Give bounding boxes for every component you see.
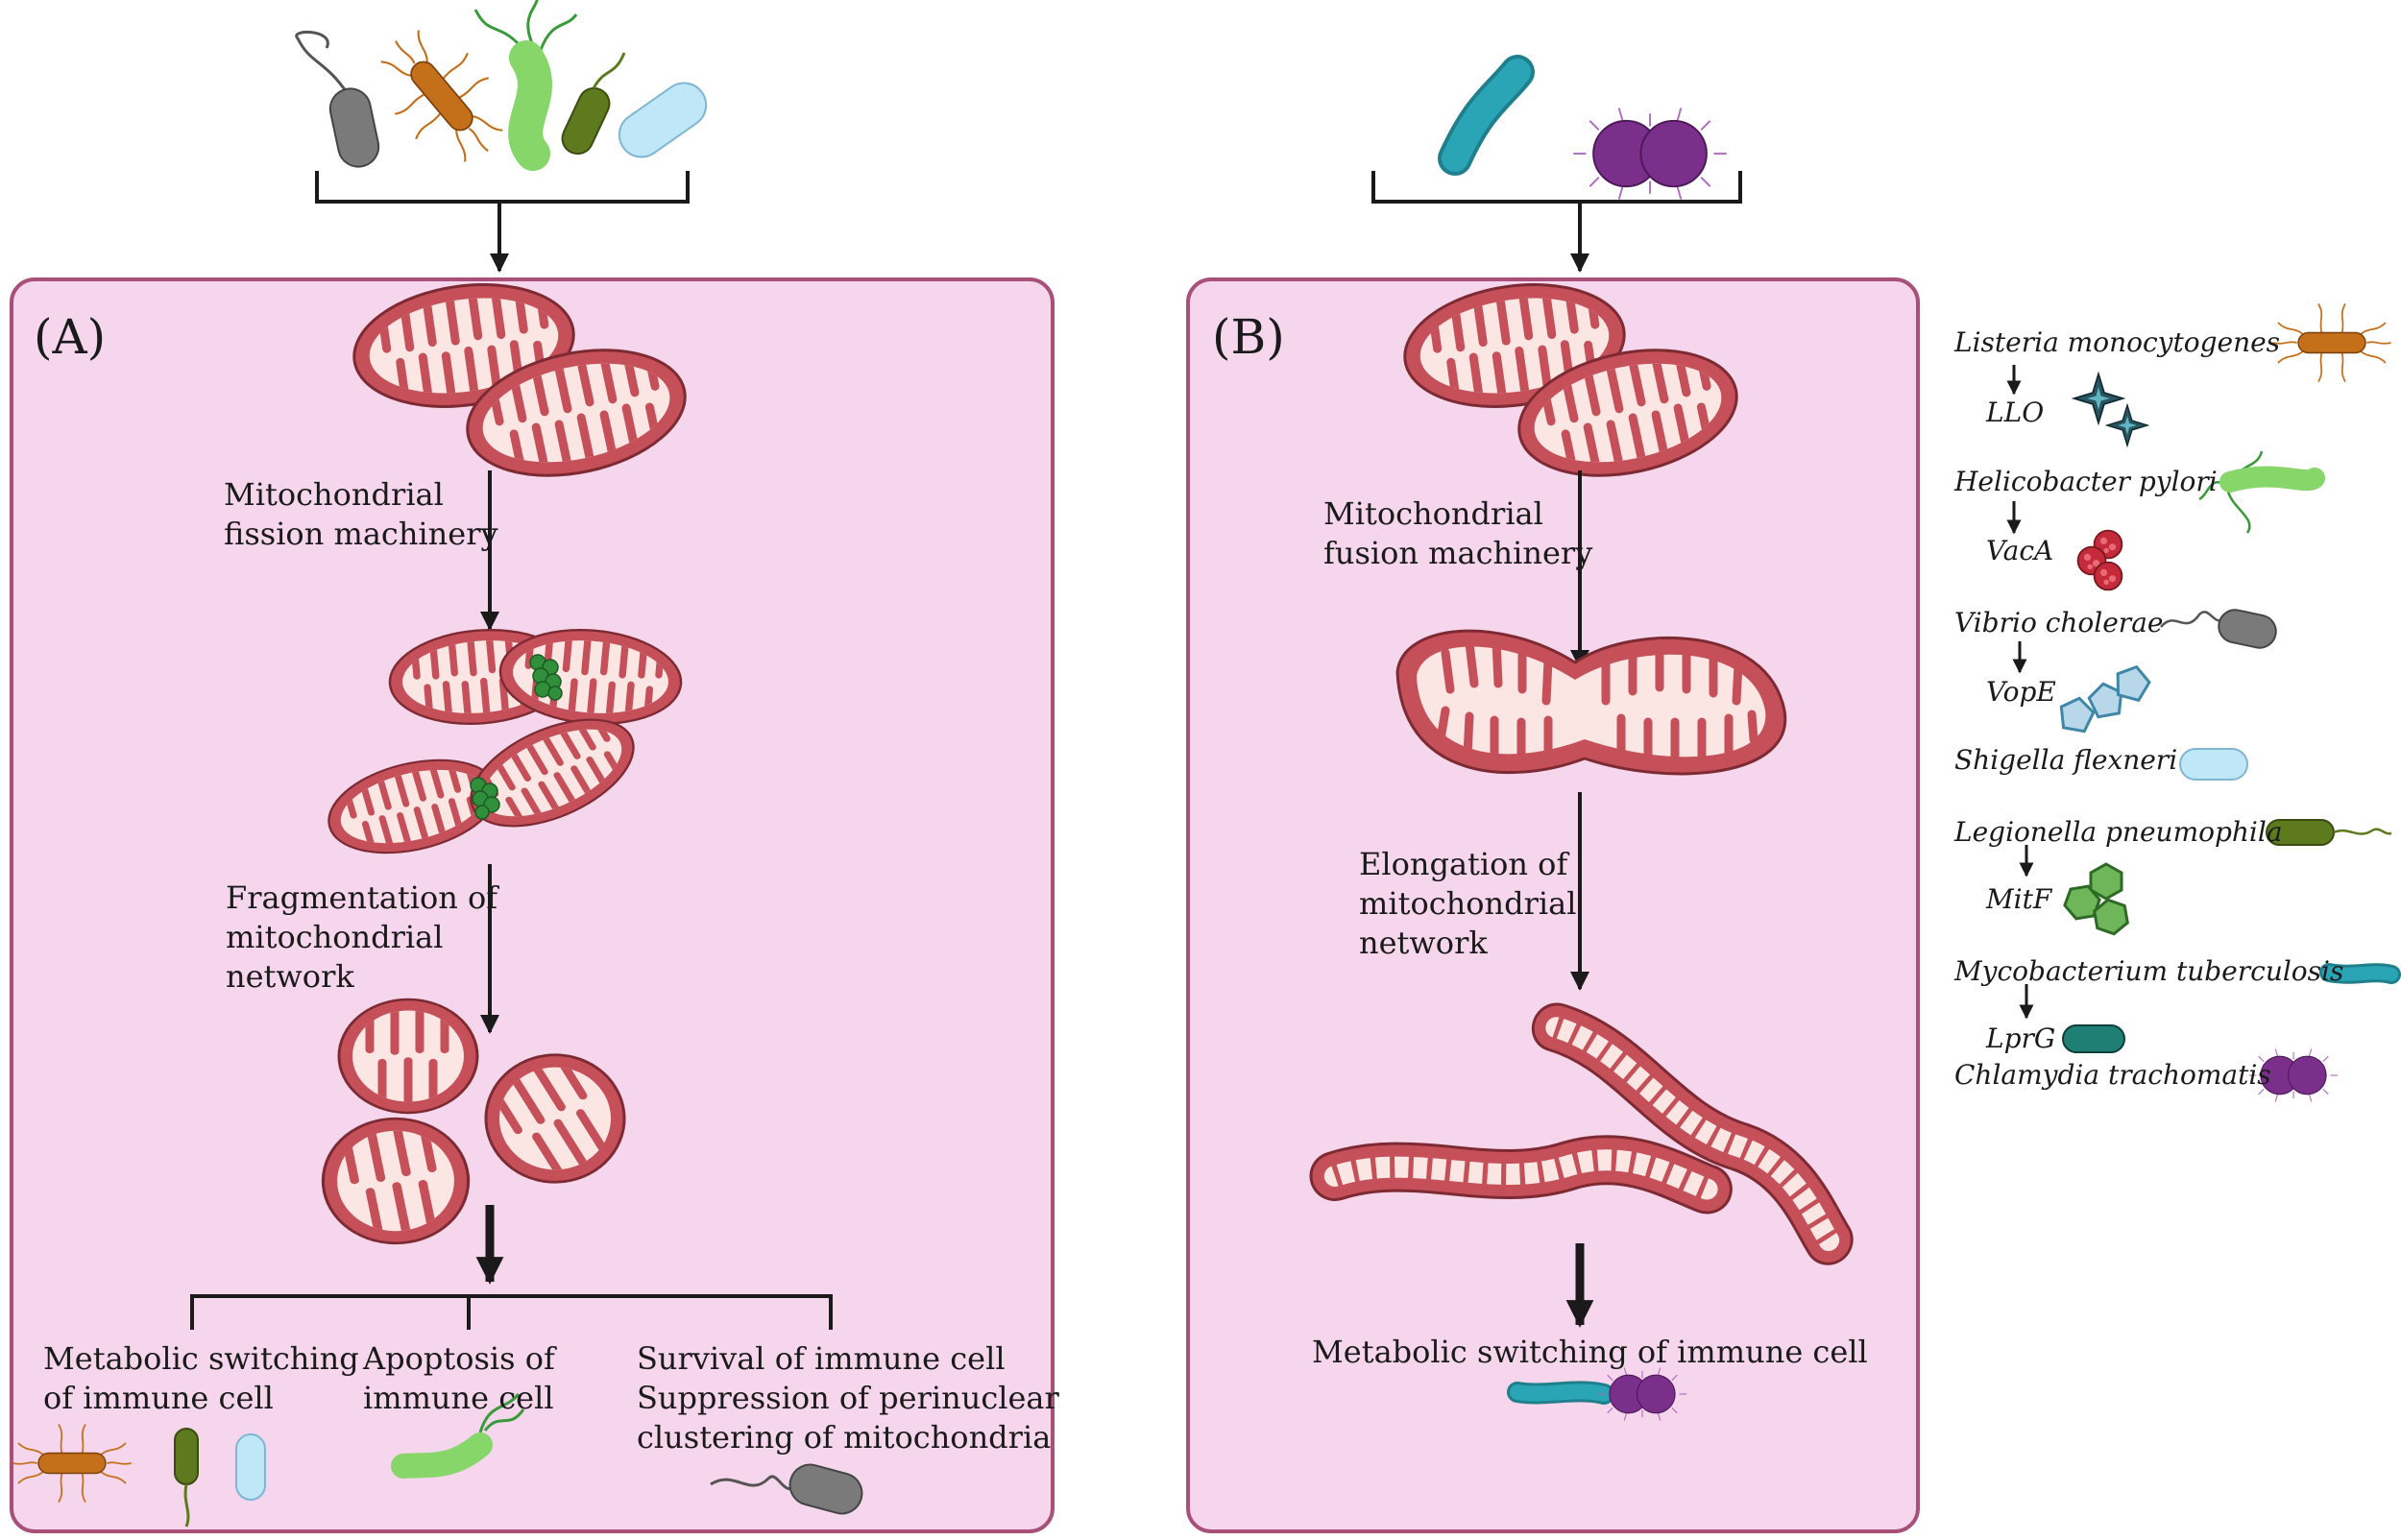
fragmentation-label: Fragmentation of mitochondrial network bbox=[226, 879, 498, 995]
panel-b bbox=[1186, 277, 1920, 1533]
legend-vope: VopE bbox=[1986, 676, 2056, 708]
panel-b-label: (B) bbox=[1212, 309, 1285, 365]
bracket-b bbox=[1371, 171, 1742, 204]
legend-listeria: Listeria monocytogenes bbox=[1954, 326, 2281, 358]
outcome-metabolic-switching-b: Metabolic switching of immune cell bbox=[1312, 1334, 1868, 1370]
bracket-a bbox=[315, 171, 690, 204]
legend-legionella: Legionella pneumophila bbox=[1954, 816, 2283, 848]
panel-a bbox=[10, 277, 1055, 1533]
legend-chlamydia: Chlamydia trachomatis bbox=[1954, 1059, 2271, 1091]
legend-helicobacter: Helicobacter pylori bbox=[1954, 466, 2218, 497]
legend-icons bbox=[2006, 302, 2401, 1103]
outcome-a-bacteria-2 bbox=[391, 1392, 525, 1479]
bacteria-group-a bbox=[295, 0, 708, 183]
legend-vibrio: Vibrio cholerae bbox=[1954, 607, 2164, 638]
outcome-apoptosis: Apoptosis of immune cell bbox=[363, 1340, 555, 1416]
panel-a-label: (A) bbox=[34, 309, 107, 365]
bacteria-group-b bbox=[1438, 55, 1728, 201]
legend-llo: LLO bbox=[1986, 397, 2045, 428]
outcome-survival: Survival of immune cell Suppression of p… bbox=[637, 1340, 1059, 1456]
mitochondria-elongated-b bbox=[1335, 1007, 1845, 1240]
mitochondria-fragmented-a bbox=[311, 999, 649, 1253]
elongation-label: Elongation of mitochondrial network bbox=[1359, 846, 1577, 961]
outcome-a-bacteria-3 bbox=[710, 1463, 863, 1515]
fusion-machinery-label: Mitochondrial fusion machinery bbox=[1323, 495, 1593, 571]
mitochondria-pair-a bbox=[346, 272, 696, 494]
legend-mitf: MitF bbox=[1986, 883, 2052, 915]
bracket-outcomes-a bbox=[190, 1294, 833, 1330]
outcome-b-bacteria bbox=[1507, 1366, 1687, 1422]
outcome-a-bacteria-1 bbox=[12, 1423, 266, 1528]
legend-vaca: VacA bbox=[1986, 535, 2054, 566]
mitochondria-pair-b bbox=[1396, 272, 1748, 494]
legend-lprg: LprG bbox=[1986, 1023, 2056, 1054]
mitochondria-fused-b bbox=[1395, 629, 1787, 776]
mitochondria-fission-a bbox=[318, 623, 686, 869]
legend-mycobacterium: Mycobacterium tuberculosis bbox=[1954, 955, 2344, 987]
legend-shigella: Shigella flexneri bbox=[1954, 744, 2178, 776]
fission-machinery-label: Mitochondrial fission machinery bbox=[224, 476, 498, 552]
outcome-metabolic-switching-a: Metabolic switching of immune cell bbox=[43, 1340, 359, 1416]
